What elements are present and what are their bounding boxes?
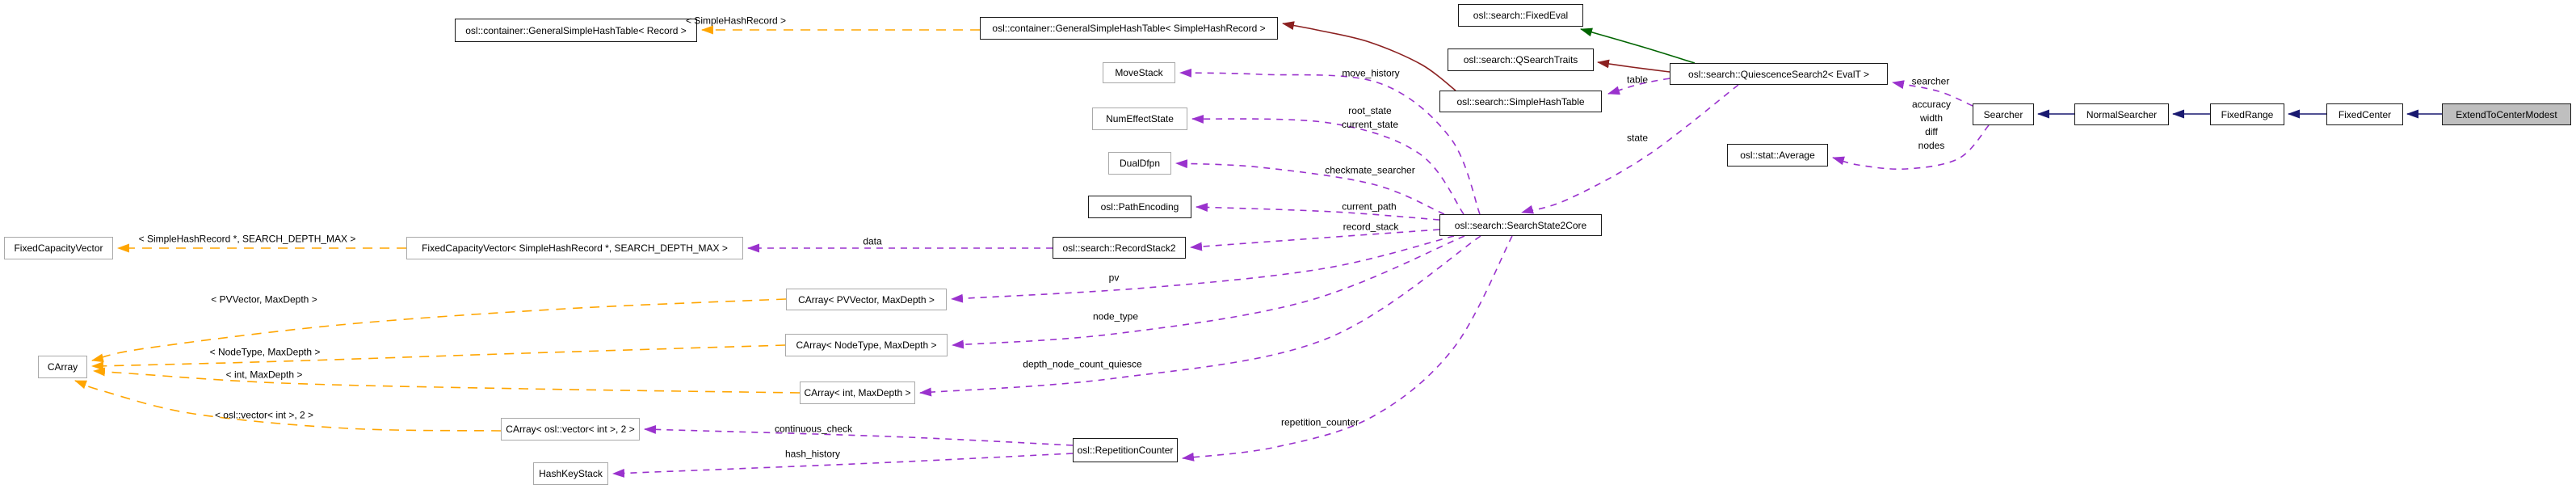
- edge-label-template-arg-int: < int, MaxDepth >: [226, 369, 303, 382]
- node-hash-key-stack[interactable]: HashKeyStack: [533, 462, 608, 485]
- edge-usage-node-type: [952, 235, 1465, 349]
- edge-label-member-root-current-state: root_state current_state: [1342, 104, 1398, 132]
- edge-usage-searcher: [1892, 80, 1973, 107]
- node-extend-to-center-modest: ExtendToCenterModest: [2442, 103, 2571, 125]
- node-ghst-simplehashrecord[interactable]: osl::container::GeneralSimpleHashTable< …: [980, 17, 1278, 40]
- edge-protected-inherit-fixedeval: [1580, 27, 1696, 64]
- node-qsearch-traits[interactable]: osl::search::QSearchTraits: [1448, 48, 1594, 71]
- node-fcv-simplehashrecord[interactable]: FixedCapacityVector< SimpleHashRecord *,…: [406, 237, 743, 259]
- node-record-stack2[interactable]: osl::search::RecordStack2: [1053, 237, 1186, 259]
- edge-label-line: nodes: [1918, 140, 1945, 151]
- edge-label-template-arg-simplehashrecord: < SimpleHashRecord >: [686, 15, 786, 28]
- edge-label-member-table: table: [1627, 74, 1648, 87]
- edge-label-line: checkmate_searcher: [1325, 164, 1415, 176]
- edge-label-line: table: [1626, 74, 1649, 86]
- node-stat-average[interactable]: osl::stat::Average: [1727, 144, 1828, 167]
- edge-usage-pv: [951, 235, 1455, 303]
- node-searcher[interactable]: Searcher: [1973, 103, 2034, 125]
- edge-usage-root-state: [1191, 114, 1464, 215]
- edge-label-line: depth_node_count_quiesce: [1023, 358, 1142, 370]
- edge-usage-hash-history: [612, 453, 1074, 478]
- node-fixed-range[interactable]: FixedRange: [2210, 103, 2284, 125]
- edge-label-member-record-stack: record_stack: [1343, 221, 1399, 234]
- edge-label-line: accuracy: [1911, 99, 1952, 110]
- edge-usage-state: [1521, 84, 1739, 214]
- edge-label-line: < osl::vector< int >, 2 >: [214, 409, 314, 421]
- edge-label-line: searcher: [1911, 75, 1950, 87]
- node-fixed-center[interactable]: FixedCenter: [2326, 103, 2403, 125]
- edge-template-carray-int: [93, 367, 801, 394]
- edge-private-inherit-hashtable: [1282, 21, 1456, 91]
- edge-usage-current-path: [1196, 202, 1440, 221]
- edge-usage-checkmate-searcher: [1175, 159, 1445, 215]
- edge-label-member-continuous-check: continuous_check: [775, 423, 852, 436]
- edge-private-inherit-qsearchtraits: [1597, 59, 1670, 73]
- edge-usage-record-stack: [1190, 229, 1440, 251]
- node-num-effect-state[interactable]: NumEffectState: [1092, 107, 1187, 130]
- edge-label-line: current_path: [1342, 200, 1397, 213]
- edge-label-member-depth-node-count-quiesce: depth_node_count_quiesce: [1023, 358, 1141, 372]
- edge-label-member-state: state: [1627, 132, 1648, 145]
- edge-label-line: < PVVector, MaxDepth >: [211, 293, 317, 306]
- edge-label-line: data: [863, 235, 882, 247]
- edge-usage-repetition-counter: [1182, 235, 1513, 462]
- edge-label-member-move-history: move_history: [1342, 67, 1399, 81]
- edge-label-member-node-type: node_type: [1093, 310, 1138, 324]
- node-move-stack[interactable]: MoveStack: [1103, 62, 1175, 83]
- edge-label-line: root_state: [1348, 105, 1392, 116]
- node-path-encoding[interactable]: osl::PathEncoding: [1088, 196, 1191, 218]
- edge-label-line: diff: [1925, 126, 1938, 137]
- edge-label-line: width: [1919, 112, 1943, 124]
- node-fixed-capacity-vector[interactable]: FixedCapacityVector: [4, 237, 113, 259]
- edge-label-line: < SimpleHashRecord >: [685, 15, 787, 27]
- edge-usage-continuous-check: [644, 424, 1074, 446]
- edge-label-line: repetition_counter: [1280, 416, 1359, 428]
- node-carray-vector-int[interactable]: CArray< osl::vector< int >, 2 >: [501, 418, 640, 441]
- edge-label-member-checkmate-searcher: checkmate_searcher: [1325, 164, 1414, 178]
- edge-label-member-searcher: searcher: [1912, 75, 1950, 89]
- node-carray-nodetype[interactable]: CArray< NodeType, MaxDepth >: [785, 334, 948, 356]
- edge-usage-move-history: [1179, 68, 1481, 215]
- edge-label-member-accuracy-width-diff-nodes: accuracy width diff nodes: [1912, 98, 1951, 153]
- node-repetition-counter[interactable]: osl::RepetitionCounter: [1073, 438, 1178, 462]
- edge-label-line: hash_history: [784, 448, 841, 460]
- edge-label-line: node_type: [1092, 310, 1139, 322]
- edge-label-member-hash-history: hash_history: [785, 448, 840, 462]
- edge-label-line: record_stack: [1343, 221, 1399, 233]
- node-quiescence-search2[interactable]: osl::search::QuiescenceSearch2< EvalT >: [1670, 63, 1888, 85]
- edge-label-line: < NodeType, MaxDepth >: [209, 346, 321, 358]
- edge-usage-accuracy: [1832, 124, 1990, 171]
- edge-label-member-current-path: current_path: [1342, 200, 1396, 214]
- node-ghst-record[interactable]: osl::container::GeneralSimpleHashTable< …: [455, 19, 697, 42]
- node-fixed-eval[interactable]: osl::search::FixedEval: [1458, 4, 1583, 27]
- edge-label-line: < SimpleHashRecord *, SEARCH_DEPTH_MAX >: [138, 233, 356, 245]
- edge-template-carray-pv: [91, 298, 787, 363]
- edge-label-template-arg-pvvector: < PVVector, MaxDepth >: [211, 293, 317, 307]
- edge-label-member-data: data: [863, 235, 881, 249]
- edge-label-line: pv: [1108, 272, 1120, 284]
- edge-label-template-arg-vector: < osl::vector< int >, 2 >: [215, 409, 313, 423]
- node-carray-int[interactable]: CArray< int, MaxDepth >: [800, 382, 915, 404]
- node-dual-dfpn[interactable]: DualDfpn: [1108, 152, 1171, 175]
- edge-label-line: move_history: [1342, 67, 1400, 79]
- edge-label-line: < int, MaxDepth >: [225, 369, 303, 381]
- edge-usage-depth-node-count: [919, 235, 1481, 397]
- edge-label-line: continuous_check: [774, 423, 853, 435]
- edge-label-line: state: [1626, 132, 1649, 144]
- node-normal-searcher[interactable]: NormalSearcher: [2074, 103, 2169, 125]
- edge-label-template-arg-nodetype: < NodeType, MaxDepth >: [210, 346, 321, 360]
- edge-label-template-arg-fcv: < SimpleHashRecord *, SEARCH_DEPTH_MAX >: [139, 233, 356, 247]
- edge-label-member-pv: pv: [1109, 272, 1120, 285]
- edge-usage-table: [1607, 78, 1670, 95]
- node-carray[interactable]: CArray: [38, 356, 87, 378]
- node-search-state2core[interactable]: osl::search::SearchState2Core: [1439, 214, 1602, 236]
- node-simple-hash-table[interactable]: osl::search::SimpleHashTable: [1439, 91, 1602, 112]
- edge-label-member-repetition-counter: repetition_counter: [1281, 416, 1359, 430]
- edge-template-carray-nodetype: [91, 344, 786, 371]
- edge-label-line: current_state: [1341, 119, 1399, 130]
- edge-template-carray-vector: [74, 380, 502, 432]
- node-carray-pvvector[interactable]: CArray< PVVector, MaxDepth >: [786, 289, 947, 310]
